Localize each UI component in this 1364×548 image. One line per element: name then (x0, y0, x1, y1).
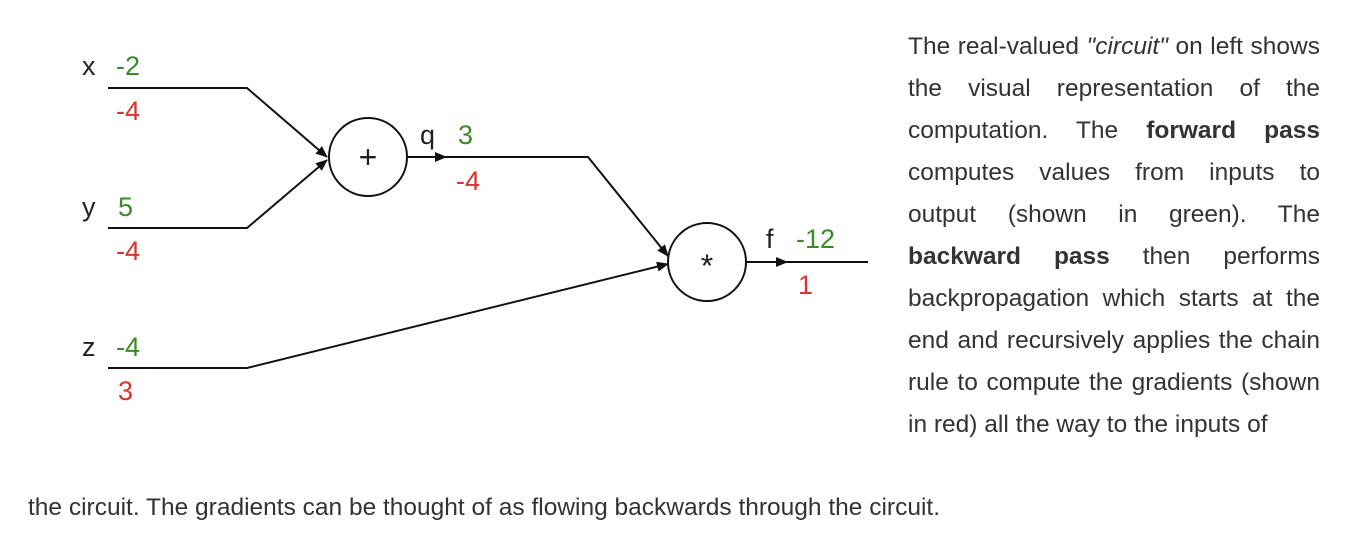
output-f-name: f (766, 224, 774, 254)
wire-y-to-add (108, 159, 328, 229)
intermediate-q-gradient: -4 (456, 166, 480, 196)
caption-paragraph: The real-valued "circuit" on left shows … (908, 26, 1320, 446)
caption-text-4: then performs backpropagation which star… (908, 243, 1320, 438)
input-x-value: -2 (116, 51, 140, 81)
input-x-name: x (82, 51, 96, 81)
caption-last-line: the circuit. The gradients can be though… (28, 494, 941, 521)
computational-circuit-diagram: x -2 -4 y 5 -4 z -4 3 + q 3 -4 * f -12 1 (82, 51, 868, 406)
wire-x-to-add (108, 87, 328, 158)
caption-backward-pass-bold: backward pass (908, 243, 1110, 270)
input-y-value: 5 (118, 192, 133, 222)
wire-q-to-mul (446, 156, 669, 257)
caption-text-2: on left shows the visual representation … (908, 33, 1320, 144)
caption-forward-pass-bold: forward pass (1146, 117, 1320, 144)
input-z-name: z (82, 332, 96, 362)
output-f-value: -12 (796, 224, 835, 254)
caption-text-1: The real-valued (908, 33, 1087, 60)
input-y-name: y (82, 192, 96, 222)
input-x-gradient: -4 (116, 96, 140, 126)
multiply-gate-symbol: * (701, 248, 713, 284)
intermediate-q-name: q (420, 120, 435, 150)
caption-text-3: computes values from inputs to output (s… (908, 159, 1320, 228)
intermediate-q-value: 3 (458, 120, 473, 150)
input-z-value: -4 (116, 332, 140, 362)
output-f-gradient: 1 (798, 270, 813, 300)
input-z-gradient: 3 (118, 376, 133, 406)
add-gate-symbol: + (359, 139, 378, 175)
input-y-gradient: -4 (116, 236, 140, 266)
caption-circuit-italic: "circuit" (1086, 33, 1168, 60)
wire-z-to-mul (108, 261, 669, 369)
